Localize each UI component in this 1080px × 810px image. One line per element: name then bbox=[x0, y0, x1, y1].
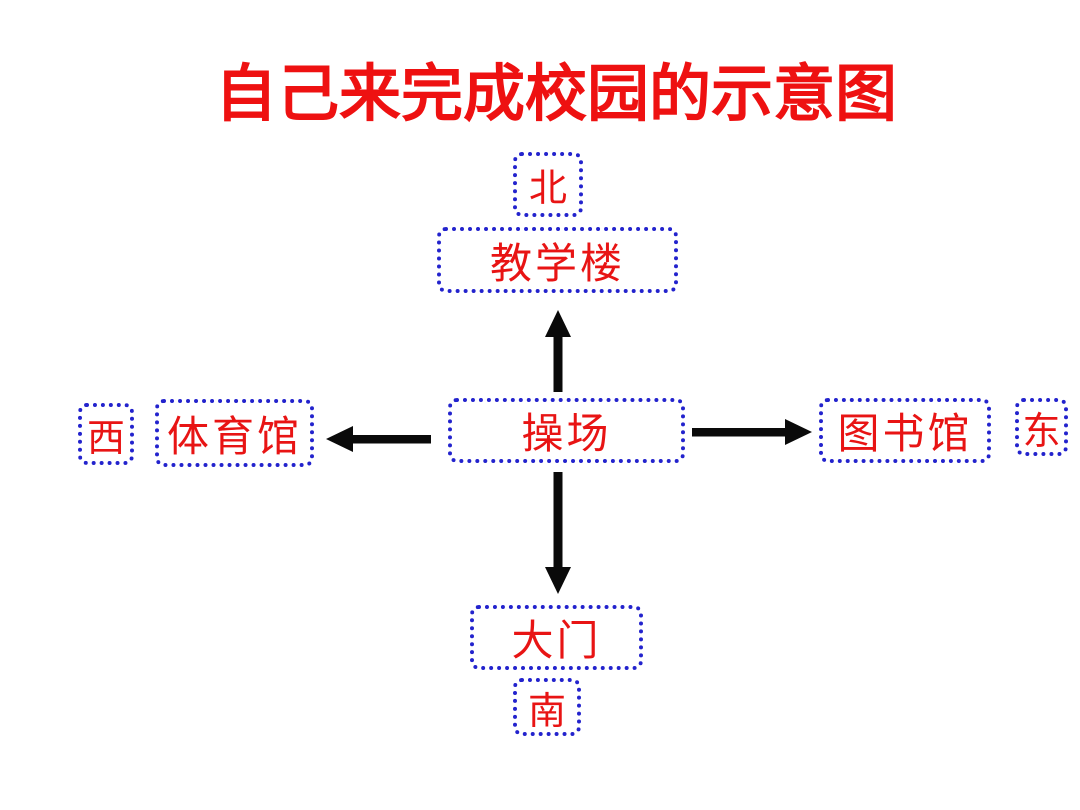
node-teaching-building: 教学楼 bbox=[437, 227, 678, 293]
arrow-left-icon bbox=[326, 426, 431, 452]
node-playground: 操场 bbox=[448, 398, 685, 463]
library-label: 图书馆 bbox=[837, 412, 973, 458]
arrow-right-icon bbox=[692, 419, 812, 445]
direction-west-label: 西 bbox=[86, 417, 125, 460]
arrow-up-icon bbox=[545, 310, 571, 392]
page-title: 自己来完成校园的示意图 bbox=[214, 60, 897, 129]
node-direction-west: 西 bbox=[78, 403, 134, 465]
node-direction-east: 东 bbox=[1015, 398, 1068, 456]
node-direction-south: 南 bbox=[513, 678, 581, 736]
gymnasium-label: 体育馆 bbox=[166, 414, 302, 461]
direction-east-label: 东 bbox=[1022, 410, 1061, 453]
arrow-down-icon bbox=[545, 472, 571, 594]
main-gate-label: 大门 bbox=[511, 619, 602, 665]
node-library: 图书馆 bbox=[819, 398, 991, 463]
direction-south-label: 南 bbox=[527, 690, 566, 733]
node-main-gate: 大门 bbox=[470, 605, 643, 670]
direction-north-label: 北 bbox=[528, 168, 567, 210]
playground-label: 操场 bbox=[521, 412, 612, 458]
teaching-building-label: 教学楼 bbox=[489, 241, 625, 288]
node-direction-north: 北 bbox=[513, 152, 583, 217]
node-gymnasium: 体育馆 bbox=[155, 399, 314, 467]
